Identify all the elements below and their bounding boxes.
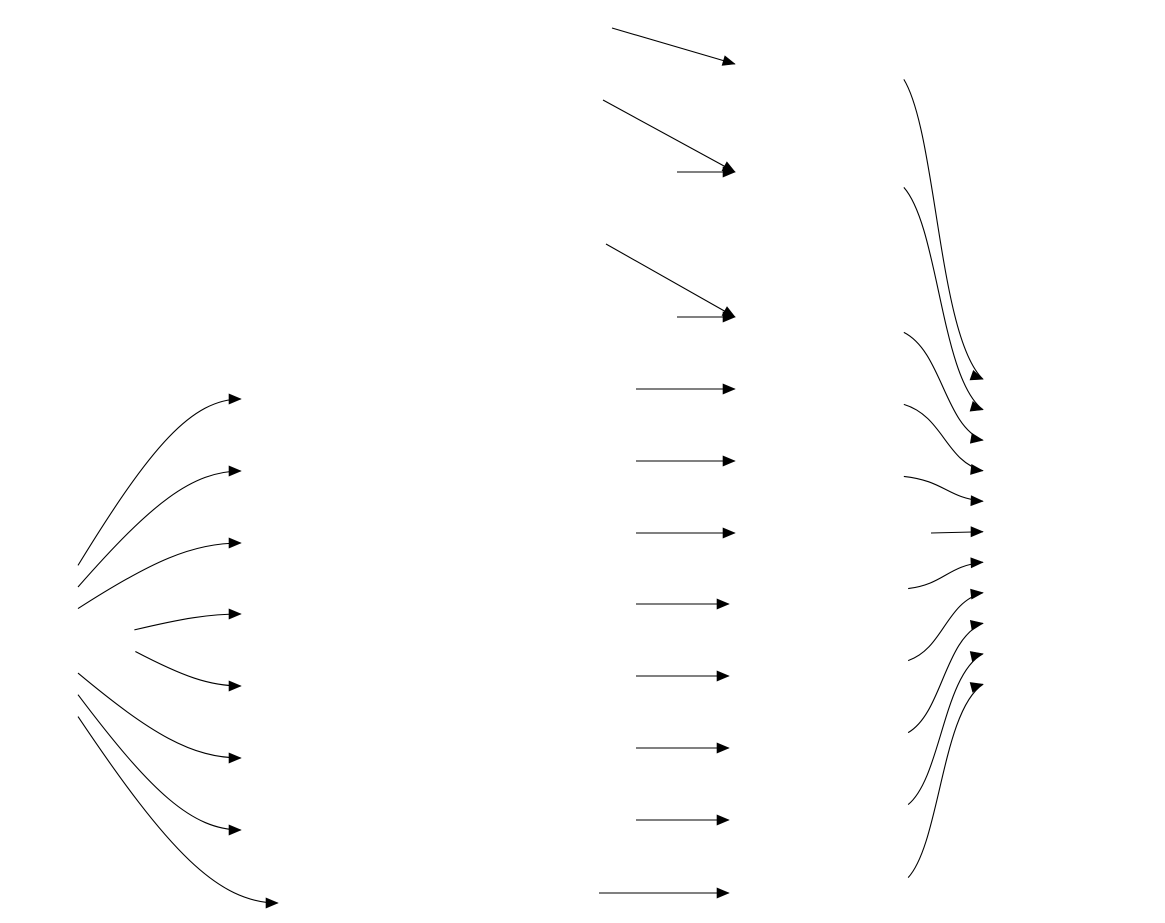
edge-landcover_z13-to-row-z13-arrow-icon: [969, 651, 984, 662]
edge-imposm3-to-osm_landcover_polygon-arrow-icon: [265, 897, 279, 909]
edge-imposm3-to-osm_landcover_polygon_gen5: [77, 542, 242, 610]
edge-imposm3-to-osm_landcover_polygon_gen1: [77, 694, 242, 831]
edge-imposm3-to-osm_landcover_polygon_gen1-arrow-icon: [228, 824, 242, 836]
edge-landcover_z2-to-row-z2-z4: [903, 187, 984, 411]
edge-landcover_z13-to-row-z13: [907, 653, 984, 806]
edge-landcover_z12-to-row-z12: [907, 622, 984, 734]
edge-landcover_z0-to-row-z0-z1: [903, 79, 984, 380]
edge-imposm3-to-osm_landcover_polygon_gen7-arrow-icon: [228, 393, 242, 405]
edge-imposm3-to-osm_landcover_polygon_gen2-arrow-icon: [228, 752, 242, 764]
edge-imposm3-to-osm_landcover_polygon_gen3: [135, 651, 242, 687]
edge-imposm3-to-osm_landcover_polygon_gen6: [77, 470, 242, 588]
edges-layer: [77, 27, 984, 909]
edge-ne_50m_antarctic_ice_shelves_polys-to-landcover_z2-arrow-icon: [722, 166, 736, 178]
edge-landcover_z14-to-row-z14+-arrow-icon: [969, 682, 984, 693]
edge-landcover_z2-to-row-z2-z4-arrow-icon: [969, 401, 984, 412]
edge-osm_landcover_polygon_gen4-to-landcover_z10-arrow-icon: [716, 598, 730, 610]
edge-ne_50m_glaciated_areas-to-landcover_z2: [602, 99, 736, 173]
edge-ne_110m_glaciated_areas-to-landcover_z0: [611, 27, 736, 65]
edge-landcover_z5-to-row-z5-z6: [903, 331, 984, 441]
edge-landcover_z10-to-row-z10-arrow-icon: [970, 557, 984, 569]
edge-osm_landcover_polygon_gen6-to-landcover_z8-arrow-icon: [722, 455, 736, 467]
edge-landcover_z5-to-row-z5-z6-arrow-icon: [969, 432, 984, 444]
edge-landcover_z7-to-row-z7-arrow-icon: [970, 463, 984, 475]
edge-ne_10m_antarctic_ice_shelves_polys-to-landcover_z5-arrow-icon: [722, 311, 736, 323]
edge-osm_landcover_polygon_gen1-to-landcover_z13-arrow-icon: [716, 814, 730, 826]
edge-imposm3-to-osm_landcover_polygon_gen5-arrow-icon: [228, 537, 242, 549]
edge-osm_landcover_polygon_gen3-to-landcover_z11-arrow-icon: [716, 670, 730, 682]
edge-imposm3-to-osm_landcover_polygon_gen3-arrow-icon: [228, 680, 242, 692]
edge-imposm3-to-osm_landcover_polygon_gen4: [134, 613, 242, 631]
edge-imposm3-to-osm_landcover_polygon_gen6-arrow-icon: [228, 465, 242, 477]
edge-ne_10m_glaciated_areas-to-landcover_z5: [605, 243, 736, 318]
edge-imposm3-to-osm_landcover_polygon: [77, 716, 279, 904]
edge-landcover_z12-to-row-z12-arrow-icon: [969, 619, 984, 631]
edge-osm_landcover_polygon_gen5-to-landcover_z9-arrow-icon: [722, 527, 736, 539]
edge-landcover_z8-to-row-z8-arrow-icon: [970, 495, 984, 507]
edge-landcover_z0-to-row-z0-z1-arrow-icon: [969, 370, 984, 381]
edge-landcover_z9-to-row-z9-arrow-icon: [970, 526, 984, 538]
edge-imposm3-to-osm_landcover_polygon_gen4-arrow-icon: [228, 608, 242, 620]
edge-landcover_z14-to-row-z14+: [907, 683, 984, 878]
edge-osm_landcover_polygon_gen7-to-landcover_z7-arrow-icon: [722, 383, 736, 395]
edge-ne_110m_glaciated_areas-to-landcover_z0-arrow-icon: [721, 55, 736, 66]
edge-osm_landcover_polygon_gen2-to-landcover_z12-arrow-icon: [716, 742, 730, 754]
edge-osm_landcover_polygon-to-landcover_z14-arrow-icon: [716, 887, 730, 899]
edge-landcover_z11-to-row-z11-arrow-icon: [970, 588, 984, 600]
edge-imposm3-to-osm_landcover_polygon_gen7: [77, 398, 242, 566]
edge-imposm3-to-osm_landcover_polygon_gen2: [77, 672, 242, 759]
